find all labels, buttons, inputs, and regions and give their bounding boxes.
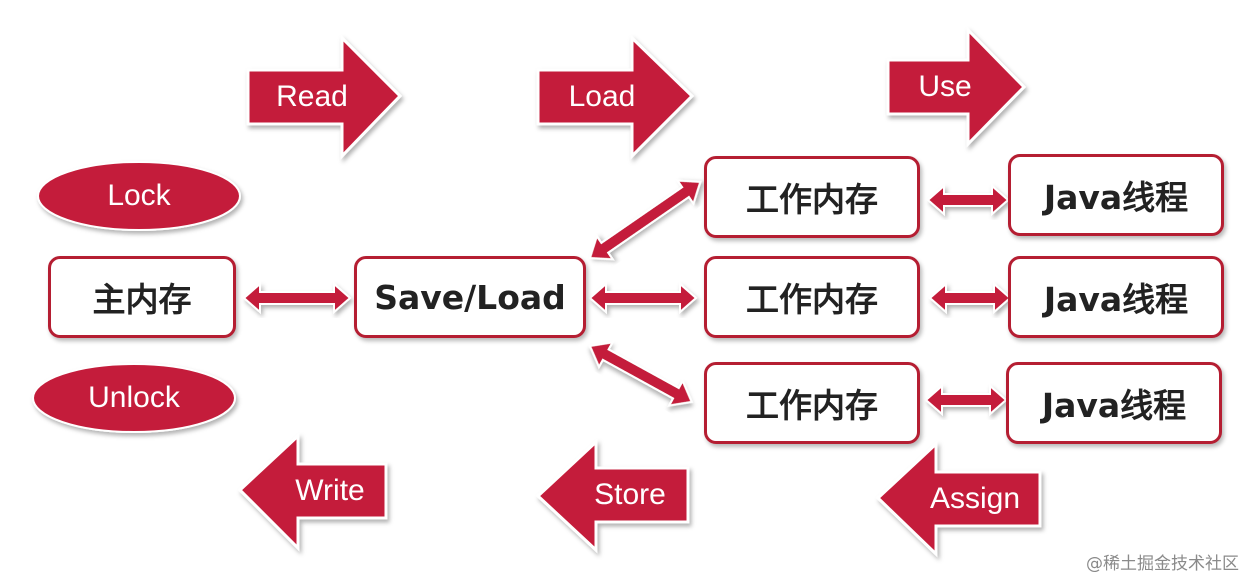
unlock-label: Unlock — [88, 381, 180, 414]
java-thread-box-2: Java线程 — [1008, 256, 1224, 338]
main-memory-box: 主内存 — [48, 256, 236, 338]
connector-saveload-wm1 — [588, 179, 702, 261]
lock-label: Lock — [107, 179, 171, 212]
java-thread-box-3: Java线程 — [1006, 362, 1222, 444]
assign-label: Assign — [929, 482, 1021, 515]
use-label: Use — [918, 70, 972, 103]
write-label: Write — [295, 474, 365, 507]
store-label: Store — [594, 478, 666, 511]
connector-wm2-jt2 — [928, 281, 1012, 315]
use-arrow — [886, 26, 1027, 148]
read-arrow — [246, 34, 403, 160]
connector-wm3-jt3 — [924, 383, 1008, 417]
watermark: @稀土掘金技术社区 — [1086, 554, 1239, 574]
load-label: Load — [568, 80, 636, 113]
save-load-box: Save/Load — [354, 256, 586, 338]
connector-main-saveload — [242, 281, 352, 315]
read-label: Read — [276, 80, 348, 113]
store-arrow — [535, 438, 690, 554]
write-arrow — [237, 432, 388, 552]
working-memory-box-3: 工作内存 — [704, 362, 920, 444]
java-thread-box-1: Java线程 — [1008, 154, 1224, 236]
working-memory-box-2: 工作内存 — [704, 256, 920, 338]
connector-saveload-wm3 — [588, 341, 694, 407]
connector-wm1-jt1 — [926, 183, 1010, 217]
lock-oval — [37, 161, 241, 231]
unlock-oval — [32, 363, 236, 433]
connector-saveload-wm2 — [588, 281, 698, 315]
working-memory-box-1: 工作内存 — [704, 156, 920, 238]
load-arrow — [536, 34, 695, 160]
assign-arrow — [875, 440, 1042, 558]
